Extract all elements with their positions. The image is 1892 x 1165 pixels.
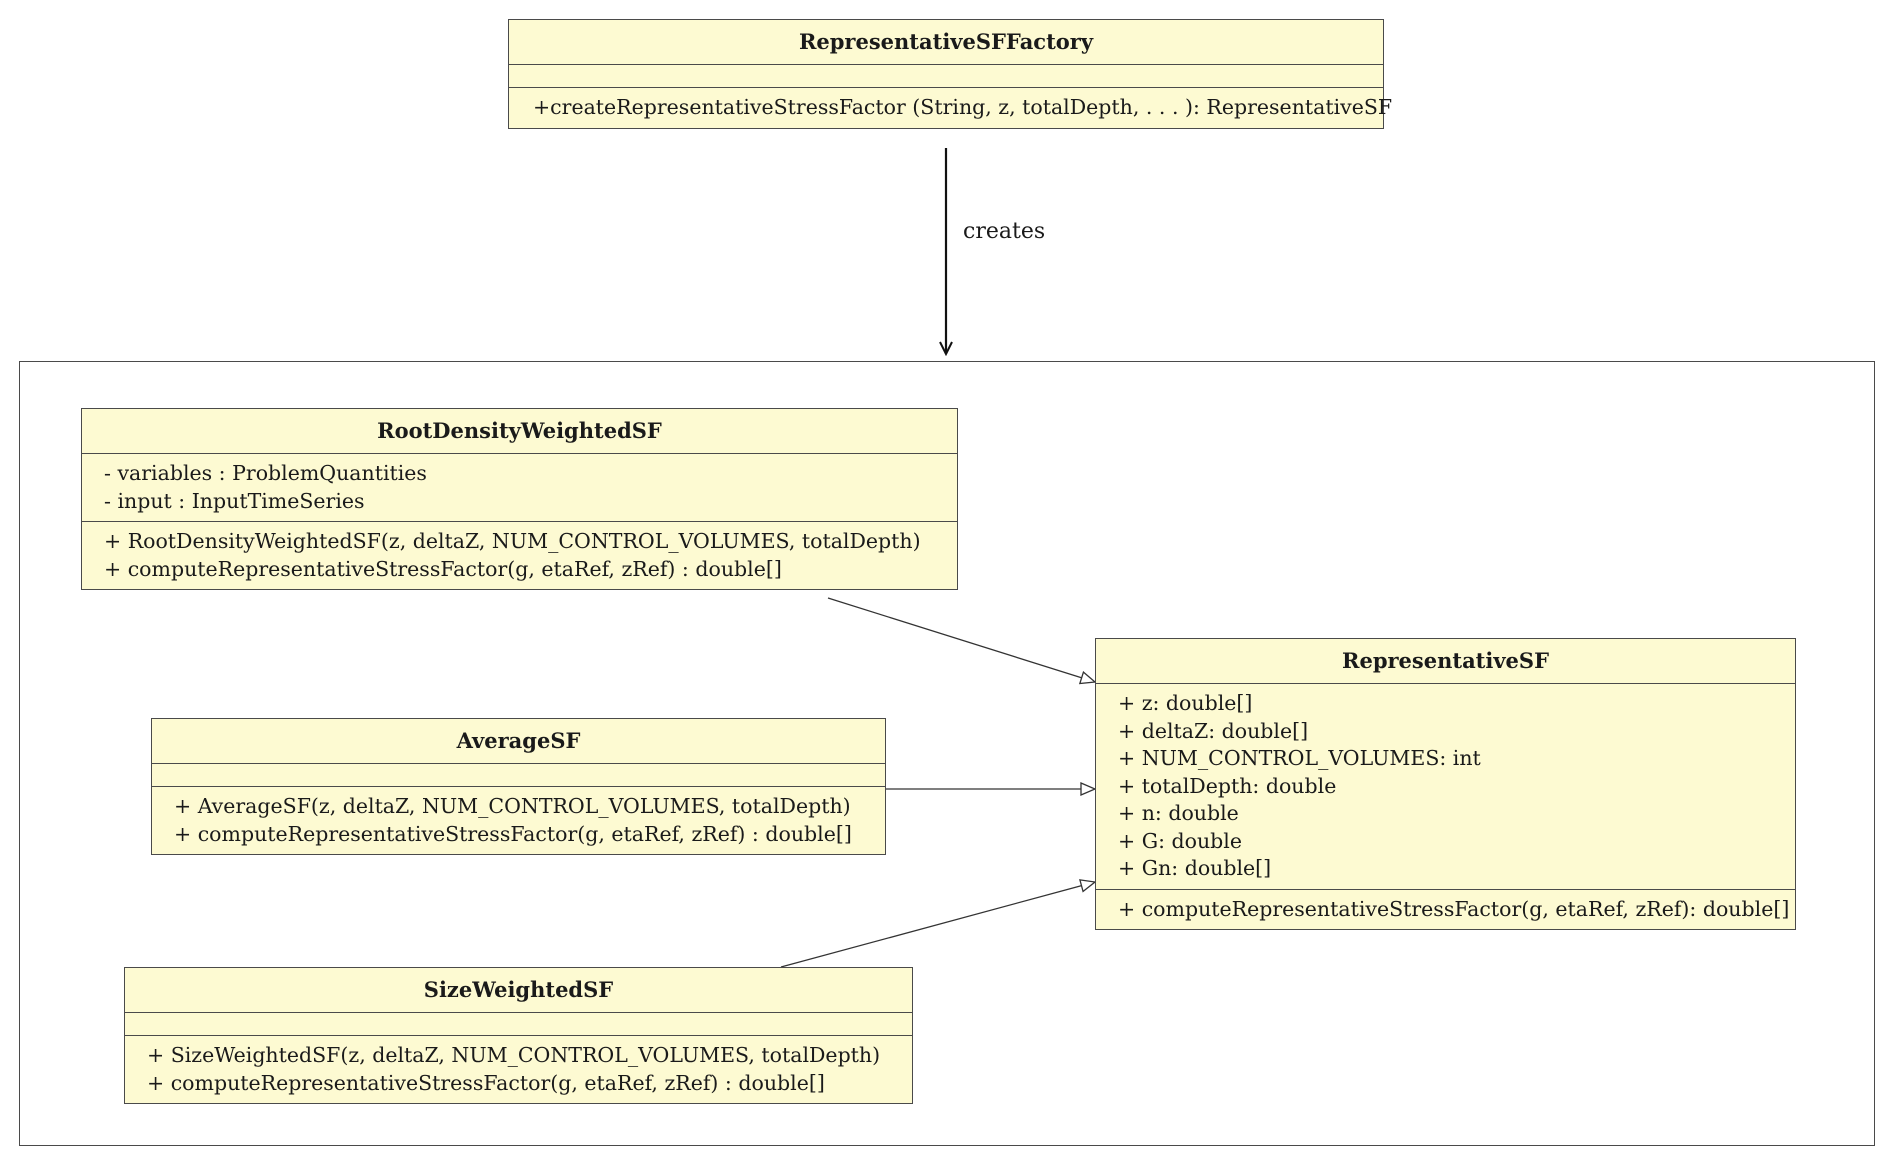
method: + computeRepresentativeStressFactor(g, e… — [147, 1070, 825, 1095]
class-name: RepresentativeSFFactory — [509, 20, 1383, 65]
attribute: + Gn: double[] — [1118, 856, 1272, 880]
method: + computeRepresentativeStressFactor(g, e… — [1118, 896, 1790, 921]
attribute: + n: double — [1118, 801, 1239, 825]
attribute: + z: double[] — [1118, 691, 1253, 715]
method: + computeRepresentativeStressFactor(g, e… — [104, 556, 782, 581]
method: +createRepresentativeStressFactor (Strin… — [533, 95, 1393, 119]
method: + AverageSF(z, deltaZ, NUM_CONTROL_VOLUM… — [174, 794, 851, 818]
attribute: + totalDepth: double — [1118, 773, 1337, 798]
class-representativesffactory[interactable]: RepresentativeSFFactory +createRepresent… — [508, 19, 1393, 129]
attributes-section — [509, 65, 1383, 88]
attributes-section — [125, 1013, 912, 1036]
methods-section: +createRepresentativeStressFactor (Strin… — [509, 88, 1393, 128]
methods-section: + computeRepresentativeStressFactor(g, e… — [1096, 890, 1795, 930]
attribute: + NUM_CONTROL_VOLUMES: int — [1118, 746, 1481, 770]
class-sizeweightedsf[interactable]: SizeWeightedSF + SizeWeightedSF(z, delta… — [124, 967, 913, 1104]
class-name: RepresentativeSF — [1096, 639, 1795, 684]
method: + SizeWeightedSF(z, deltaZ, NUM_CONTROL_… — [147, 1043, 881, 1067]
class-averagesf[interactable]: AverageSF + AverageSF(z, deltaZ, NUM_CON… — [151, 718, 886, 855]
attribute: - variables : ProblemQuantities — [104, 461, 427, 485]
method: + RootDensityWeightedSF(z, deltaZ, NUM_C… — [104, 529, 921, 553]
class-name: SizeWeightedSF — [125, 968, 912, 1013]
methods-section: + SizeWeightedSF(z, deltaZ, NUM_CONTROL_… — [125, 1036, 912, 1103]
class-rootdensityweightedsf[interactable]: RootDensityWeightedSF - variables : Prob… — [81, 408, 958, 590]
class-representativesf[interactable]: RepresentativeSF + z: double[] + deltaZ:… — [1095, 638, 1796, 930]
attribute: - input : InputTimeSeries — [104, 488, 365, 513]
class-name: RootDensityWeightedSF — [82, 409, 957, 454]
attribute: + deltaZ: double[] — [1118, 718, 1309, 743]
methods-section: + RootDensityWeightedSF(z, deltaZ, NUM_C… — [82, 522, 957, 589]
method: + computeRepresentativeStressFactor(g, e… — [174, 821, 852, 846]
creates-label: creates — [963, 219, 1046, 244]
methods-section: + AverageSF(z, deltaZ, NUM_CONTROL_VOLUM… — [152, 787, 885, 854]
attribute: + G: double — [1118, 828, 1242, 853]
attributes-section: + z: double[] + deltaZ: double[] + NUM_C… — [1096, 684, 1795, 890]
attributes-section: - variables : ProblemQuantities - input … — [82, 454, 957, 522]
class-name: AverageSF — [152, 719, 885, 764]
package-frame — [19, 361, 1875, 1146]
attributes-section — [152, 764, 885, 787]
